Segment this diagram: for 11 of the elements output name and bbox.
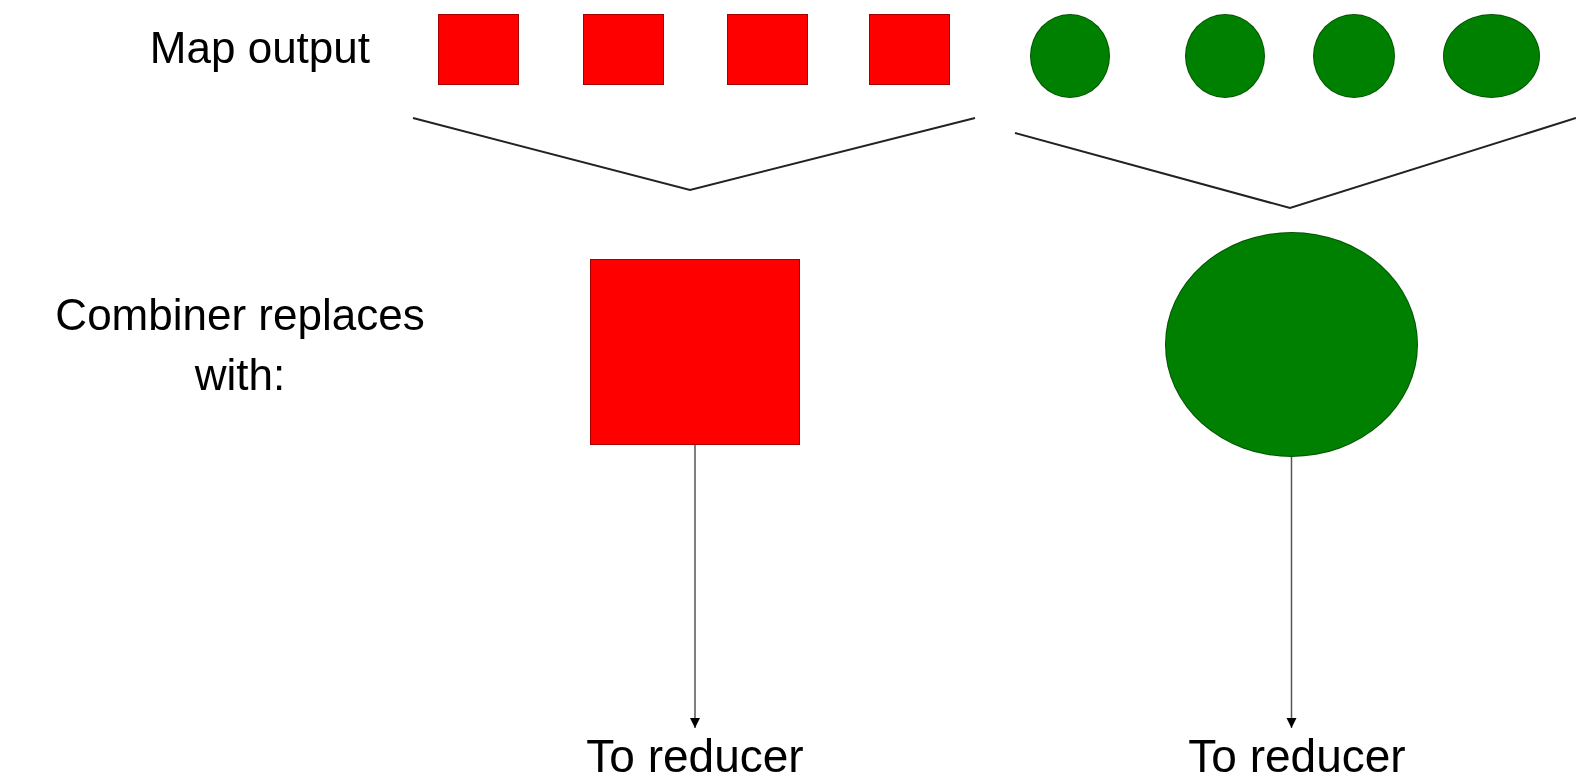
arrow xyxy=(1286,456,1297,729)
output-square xyxy=(869,14,950,85)
output-square xyxy=(727,14,808,85)
combined-square xyxy=(590,259,800,445)
destination-label: To reducer xyxy=(1147,728,1447,784)
row-label: Map output xyxy=(148,22,370,74)
arrow xyxy=(689,444,701,729)
row-label: Combiner replaces with: xyxy=(54,289,426,401)
output-square xyxy=(438,14,519,85)
destination-label: To reducer xyxy=(545,728,845,784)
output-square xyxy=(583,14,664,85)
